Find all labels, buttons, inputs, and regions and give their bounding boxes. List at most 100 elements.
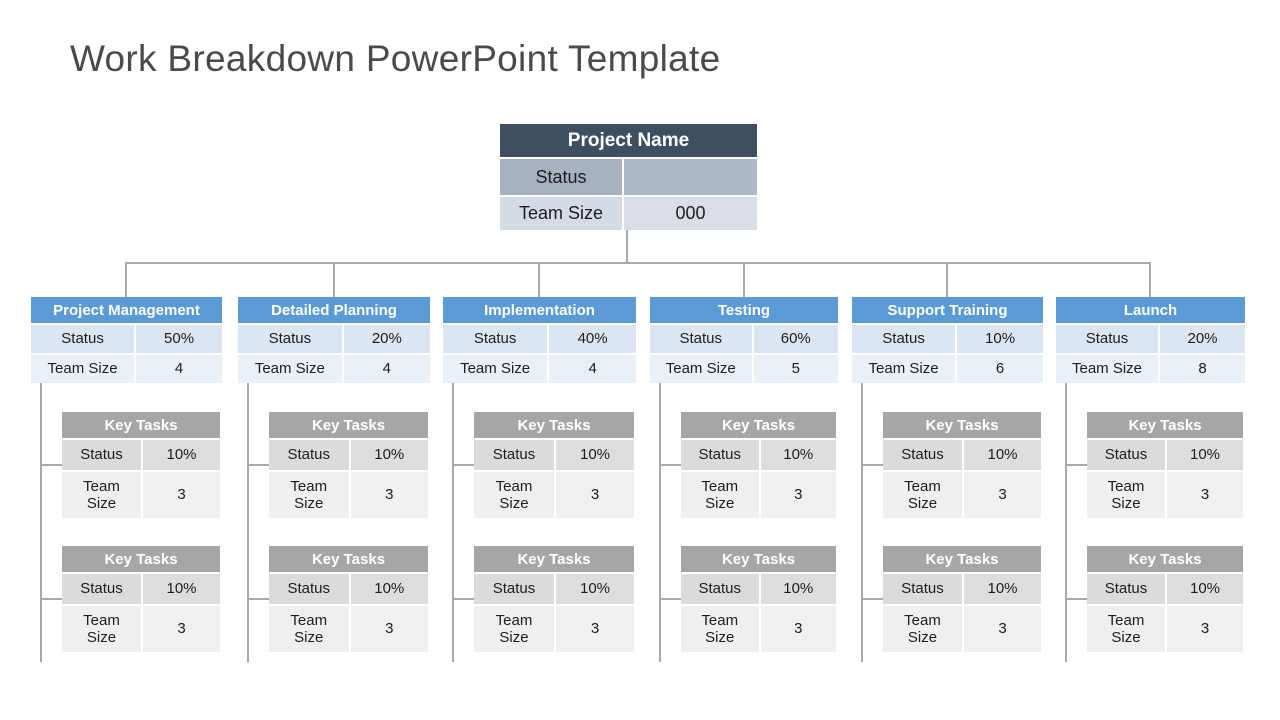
key-tasks-table-1: Key Tasks Status 10% Team Size 3: [681, 412, 836, 518]
key-tasks-status-value: 10%: [143, 440, 220, 470]
key-tasks-team-size-value: 3: [143, 606, 220, 652]
phase-team-size-value: 4: [343, 355, 430, 383]
slide-title: Work Breakdown PowerPoint Template: [70, 38, 721, 79]
phase-column-implementation: Implementation Status 40% Team Size 4 Ke…: [443, 297, 636, 665]
connector-column-vertical: [1065, 383, 1067, 662]
key-tasks-team-size-value: 3: [350, 472, 428, 518]
key-tasks-status-label: Status: [681, 440, 759, 470]
key-tasks-table-1: Key Tasks Status 10% Team Size 3: [1087, 412, 1243, 518]
connector-stub: [661, 598, 681, 600]
phase-header: Implementation: [443, 297, 636, 323]
key-tasks-header: Key Tasks: [269, 412, 428, 438]
key-tasks-header: Key Tasks: [681, 546, 836, 572]
connector-drop-2: [333, 262, 335, 298]
root-team-size-value: 000: [624, 197, 757, 230]
phase-status-value: 60%: [753, 325, 838, 353]
key-tasks-header: Key Tasks: [474, 412, 634, 438]
key-tasks-status-value: 10%: [350, 574, 428, 604]
connector-stub: [661, 464, 681, 466]
phase-team-size-label: Team Size: [1056, 355, 1159, 383]
phase-team-size-label: Team Size: [238, 355, 342, 383]
key-tasks-table-2: Key Tasks Status 10% Team Size 3: [883, 546, 1041, 652]
connector-stub: [249, 464, 269, 466]
key-tasks-table-2: Key Tasks Status 10% Team Size 3: [269, 546, 428, 652]
phase-header: Support Training: [852, 297, 1043, 323]
key-tasks-status-value: 10%: [964, 440, 1041, 470]
root-team-size-label: Team Size: [500, 197, 622, 230]
key-tasks-team-size-value: 3: [556, 472, 634, 518]
connector-trunk: [125, 262, 1151, 264]
phase-team-size-value: 4: [549, 355, 636, 383]
key-tasks-team-size-value: 3: [350, 606, 428, 652]
key-tasks-status-value: 10%: [556, 440, 634, 470]
key-tasks-table-1: Key Tasks Status 10% Team Size 3: [883, 412, 1041, 518]
key-tasks-header: Key Tasks: [269, 546, 428, 572]
phase-status-value: 20%: [343, 325, 430, 353]
project-root-table: Project Name Status Team Size 000: [500, 124, 757, 230]
key-tasks-status-value: 10%: [556, 574, 634, 604]
key-tasks-team-size-label: Team Size: [681, 472, 759, 518]
key-tasks-status-value: 10%: [350, 440, 428, 470]
key-tasks-team-size-value: 3: [1167, 606, 1243, 652]
key-tasks-team-size-value: 3: [760, 606, 836, 652]
phase-team-size-label: Team Size: [650, 355, 752, 383]
phase-status-value: 10%: [957, 325, 1043, 353]
key-tasks-header: Key Tasks: [883, 412, 1041, 438]
key-tasks-header: Key Tasks: [474, 546, 634, 572]
key-tasks-status-label: Status: [681, 574, 759, 604]
key-tasks-status-value: 10%: [143, 574, 220, 604]
phase-status-label: Status: [443, 325, 548, 353]
key-tasks-table-1: Key Tasks Status 10% Team Size 3: [269, 412, 428, 518]
phase-header: Detailed Planning: [238, 297, 430, 323]
key-tasks-status-value: 10%: [760, 574, 836, 604]
phase-header: Testing: [650, 297, 838, 323]
connector-stub: [1067, 598, 1087, 600]
key-tasks-status-label: Status: [1087, 440, 1165, 470]
key-tasks-table-2: Key Tasks Status 10% Team Size 3: [681, 546, 836, 652]
key-tasks-status-value: 10%: [1167, 440, 1243, 470]
connector-drop-4: [743, 262, 745, 298]
key-tasks-team-size-value: 3: [143, 472, 220, 518]
connector-stub: [249, 598, 269, 600]
key-tasks-table-2: Key Tasks Status 10% Team Size 3: [62, 546, 220, 652]
key-tasks-status-value: 10%: [1167, 574, 1243, 604]
key-tasks-status-label: Status: [474, 574, 554, 604]
connector-column-vertical: [659, 383, 661, 662]
connector-column-vertical: [452, 383, 454, 662]
key-tasks-team-size-label: Team Size: [474, 606, 554, 652]
phase-column-testing: Testing Status 60% Team Size 5 Key Tasks…: [650, 297, 838, 665]
connector-stub: [454, 598, 474, 600]
connector-drop-6: [1149, 262, 1151, 298]
phase-team-size-value: 5: [753, 355, 838, 383]
key-tasks-team-size-value: 3: [964, 606, 1041, 652]
connector-column-vertical: [861, 383, 863, 662]
key-tasks-status-label: Status: [883, 440, 962, 470]
phase-column-project-management: Project Management Status 50% Team Size …: [31, 297, 222, 665]
phase-status-value: 20%: [1160, 325, 1245, 353]
key-tasks-team-size-label: Team Size: [62, 472, 141, 518]
connector-stub: [863, 598, 883, 600]
key-tasks-team-size-value: 3: [1167, 472, 1243, 518]
phase-status-label: Status: [852, 325, 956, 353]
phase-header: Launch: [1056, 297, 1245, 323]
phase-column-detailed-planning: Detailed Planning Status 20% Team Size 4…: [238, 297, 430, 665]
key-tasks-team-size-label: Team Size: [1087, 606, 1165, 652]
phase-status-label: Status: [238, 325, 342, 353]
root-status-value: [624, 159, 757, 195]
phase-table: Launch Status 20% Team Size 8: [1056, 297, 1245, 383]
key-tasks-table-2: Key Tasks Status 10% Team Size 3: [1087, 546, 1243, 652]
key-tasks-header: Key Tasks: [883, 546, 1041, 572]
key-tasks-team-size-label: Team Size: [269, 472, 349, 518]
phase-column-launch: Launch Status 20% Team Size 8 Key Tasks …: [1056, 297, 1245, 665]
phase-table: Implementation Status 40% Team Size 4: [443, 297, 636, 383]
key-tasks-status-label: Status: [883, 574, 962, 604]
connector-stub: [42, 464, 62, 466]
phase-column-support-training: Support Training Status 10% Team Size 6 …: [852, 297, 1043, 665]
phase-team-size-label: Team Size: [852, 355, 956, 383]
key-tasks-header: Key Tasks: [1087, 412, 1243, 438]
connector-stub: [42, 598, 62, 600]
key-tasks-team-size-label: Team Size: [474, 472, 554, 518]
key-tasks-header: Key Tasks: [62, 412, 220, 438]
phase-table: Detailed Planning Status 20% Team Size 4: [238, 297, 430, 383]
